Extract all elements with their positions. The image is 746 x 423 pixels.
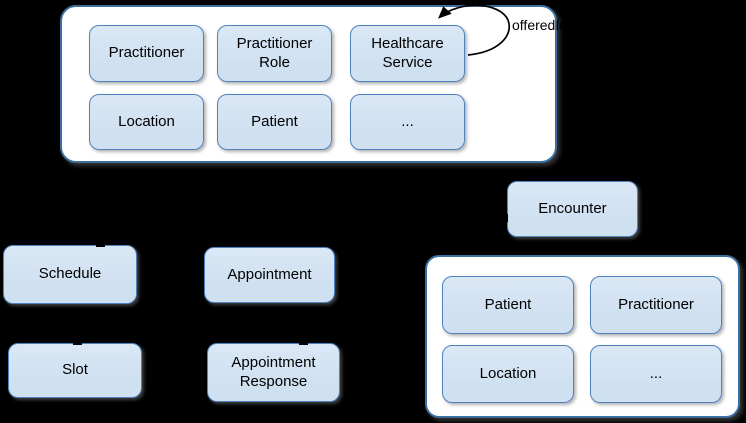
node-label: Schedule [38, 265, 102, 283]
node-label: ... [649, 364, 663, 382]
node-patient: Patient [442, 276, 574, 334]
node-appointment-response: Appointment Response [207, 343, 340, 402]
node-label: Location [118, 112, 175, 130]
connector-artifact [73, 341, 82, 345]
node-label: Appointment Response [231, 353, 316, 390]
node-healthcare-service: Healthcare Service [350, 25, 465, 82]
self-loop-label: offeredIn [512, 17, 568, 33]
node-patient: Patient [217, 94, 332, 150]
node-encounter: Encounter [507, 181, 638, 237]
encounter-group-container: Patient Practitioner Location ... [425, 255, 740, 418]
connector-artifact [504, 214, 508, 222]
node-slot: Slot [8, 343, 142, 398]
node-label: Practitioner Role [236, 34, 313, 71]
node-label: Practitioner [618, 295, 694, 313]
node-label: Patient [251, 112, 298, 130]
node-label: Patient [484, 295, 532, 313]
node-practitioner: Practitioner [590, 276, 722, 334]
node-practitioner-role: Practitioner Role [217, 25, 332, 82]
node-label: Practitioner [108, 44, 185, 62]
node-appointment: Appointment [204, 247, 335, 303]
node-practitioner: Practitioner [89, 25, 204, 82]
node-label: Encounter [538, 199, 607, 217]
node-label: Slot [62, 361, 88, 379]
node-location: Location [89, 94, 204, 150]
administration-group-container: Practitioner Practitioner Role Healthcar… [60, 5, 557, 163]
node-ellipsis: ... [350, 94, 465, 150]
node-label: Healthcare Service [371, 34, 444, 71]
connector-artifact [96, 243, 105, 247]
node-ellipsis: ... [590, 345, 722, 403]
node-schedule: Schedule [3, 245, 137, 304]
node-label: Appointment [227, 265, 312, 283]
node-label: ... [401, 112, 414, 130]
node-label: Location [479, 364, 537, 382]
node-location: Location [442, 345, 574, 403]
connector-artifact [299, 341, 308, 345]
self-loop-arrow [438, 4, 511, 56]
